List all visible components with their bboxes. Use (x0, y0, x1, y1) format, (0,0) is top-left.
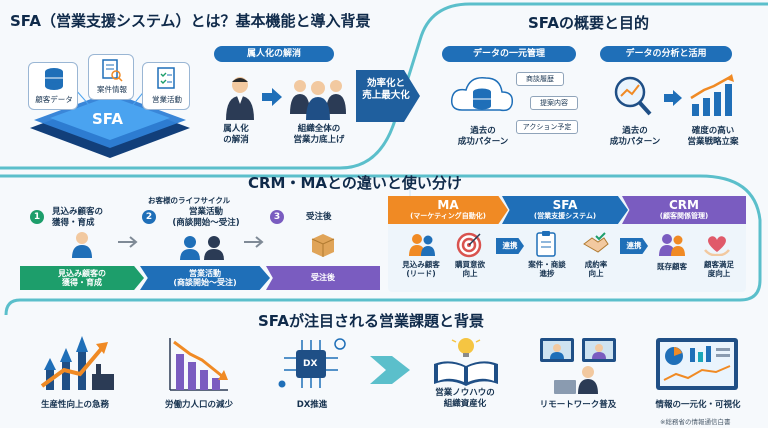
right-header: データの分析と活用 (600, 46, 732, 62)
dx-chip-label: DX (303, 359, 318, 369)
left-header: データの一元管理 (442, 46, 576, 62)
worried-person-icon (226, 77, 254, 120)
team-icon (290, 80, 346, 120)
tag-deal-history: 商談履歴 (516, 72, 564, 86)
arrow-right-icon (118, 236, 138, 248)
mid-caption: 過去の 成功パターン (609, 126, 661, 147)
clipboard-icon (536, 231, 556, 257)
remote-work-icon (540, 338, 616, 394)
knowledge-book-icon (434, 338, 498, 386)
step-3-label: 受注後 (306, 212, 332, 222)
source-note: ※総務省の情報通信白書 (660, 418, 731, 426)
big-arrow-label: 効率化と 売上最大化 (362, 78, 410, 102)
sfa-name: SFA (552, 198, 578, 212)
heart-hands-icon (704, 236, 730, 256)
productivity-arrows-icon (40, 336, 114, 390)
growth-chart-icon (690, 74, 734, 116)
sfa-sub: (営業支援システム) (533, 212, 597, 220)
document-search-icon (102, 59, 123, 82)
card-customer-data-label: 顧客データ (35, 95, 73, 104)
arrow-right-icon (664, 90, 682, 106)
lead-person-icon (72, 232, 92, 258)
big-arrow-shape (356, 70, 420, 122)
band-step-1-text: 見込み顧客の 獲得・育成 (58, 268, 106, 287)
checklist-icon (157, 67, 175, 89)
package-icon (311, 234, 335, 257)
issue-item-4: 営業ノウハウの 組織資産化 (435, 388, 495, 409)
ma-item-2: 購買意欲 向上 (455, 260, 485, 279)
sfa-platform-label: SFA (92, 110, 123, 128)
section4-title: SFAが注目される営業課題と背景 (258, 312, 484, 330)
step-2-number: 2 (142, 210, 156, 224)
leads-group-icon (409, 234, 435, 256)
arrow-right-icon (244, 236, 264, 248)
cloud-database-icon (450, 77, 514, 112)
after-label: 組織全体の 営業力底上げ (293, 124, 345, 145)
dx-circuit-icon (278, 338, 346, 388)
ma-name: MA (437, 198, 459, 212)
section3-title: CRM・MAとの違いと使い分け (248, 174, 462, 192)
issue-item-5: リモートワーク普及 (539, 400, 617, 410)
meeting-icon (180, 236, 224, 260)
band-step-3: 受注後 (266, 266, 380, 290)
magnifier-chart-icon (614, 76, 652, 116)
step-2-label: 営業活動 (商談開始〜受注) (172, 207, 240, 228)
step-1-label: 見込み顧客の 獲得・育成 (52, 207, 104, 228)
band-step-2-text: 営業活動 (商談開始〜受注) (173, 268, 237, 287)
step-1-number: 1 (30, 210, 44, 224)
issue-item-6: 情報の一元化・可視化 (655, 400, 741, 410)
target-icon (456, 232, 482, 258)
band-step-1: 見込み顧客の 獲得・育成 (20, 266, 144, 290)
ma-sub: (マーケティング自動化) (410, 212, 486, 220)
tag-action-plan: アクション予定 (516, 120, 578, 134)
chevron-arrow-icon (370, 356, 410, 384)
issue-item-2: 労働力人口の減少 (164, 400, 233, 410)
handshake-icon (583, 232, 609, 253)
card-deal-info: 案件情報 (88, 54, 134, 100)
crm-item-2: 顧客満足 度向上 (704, 260, 734, 279)
sfa-item-1: 案件・商談 進捗 (528, 260, 566, 279)
crm-name: CRM (669, 198, 699, 212)
right-caption: 確度の高い 営業戦略立案 (687, 126, 739, 147)
declining-chart-icon (169, 338, 228, 391)
card-sales-activity: 営業活動 (142, 62, 190, 110)
arrow-right-icon (262, 88, 282, 106)
left-caption: 過去の 成功パターン (457, 126, 509, 147)
existing-customers-icon (659, 234, 685, 256)
issue-item-1: 生産性向上の急務 (40, 400, 109, 410)
card-deal-info-label: 案件情報 (97, 85, 127, 94)
link-sfa-crm: 連携 (620, 238, 648, 254)
step-3-number: 3 (270, 210, 284, 224)
issue-header: 属人化の解消 (214, 46, 334, 62)
ma-item-1: 見込み顧客 (リード) (402, 260, 440, 279)
crm-item-1: 既存顧客 (657, 262, 687, 271)
issue-item-3: DX推進 (296, 400, 328, 410)
card-sales-activity-label: 営業活動 (152, 95, 182, 104)
card-customer-data: 顧客データ (28, 62, 78, 110)
dashboard-icon (656, 338, 738, 390)
sfa-item-2: 成約率 向上 (584, 260, 608, 279)
before-label: 属人化 の解消 (223, 124, 249, 145)
section2-title: SFAの概要と目的 (528, 14, 649, 32)
band-step-3-text: 受注後 (311, 273, 335, 283)
link-ma-sfa: 連携 (496, 238, 524, 254)
crm-sub: (顧客関係管理) (659, 212, 709, 220)
database-icon (45, 68, 63, 90)
ma-header: MA (マーケティング自動化) (388, 196, 508, 224)
tag-proposal: 提案内容 (530, 96, 578, 110)
band-step-2: 営業活動 (商談開始〜受注) (140, 266, 270, 290)
section1-title: SFA（営業支援システム）とは？基本機能と導入背景 (10, 12, 371, 30)
lifecycle-label: お客様のライフサイクル (148, 196, 231, 205)
sfa-header: SFA (営業支援システム) (502, 196, 628, 224)
crm-header: CRM (顧客関係管理) (622, 196, 746, 224)
